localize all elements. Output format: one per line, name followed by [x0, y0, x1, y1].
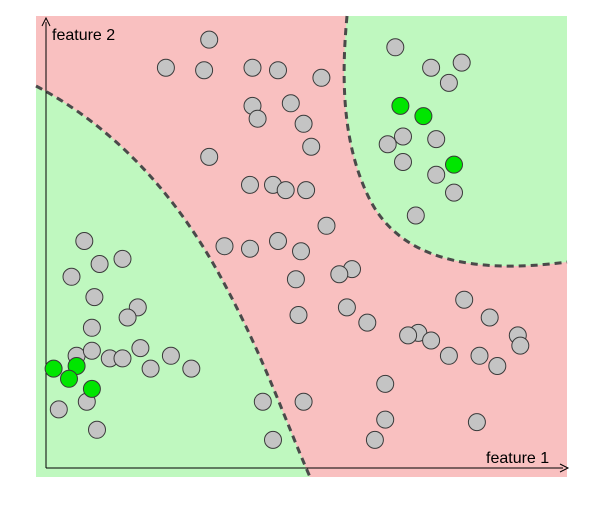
unlabeled-point	[394, 153, 412, 171]
unlabeled-point	[281, 94, 300, 113]
unlabeled-point	[470, 346, 489, 365]
unlabeled-point	[113, 349, 132, 368]
unlabeled-point	[131, 339, 150, 358]
labeled-point	[60, 369, 78, 388]
unlabeled-point	[248, 109, 267, 128]
unlabeled-point	[264, 430, 282, 449]
unlabeled-point	[113, 249, 132, 268]
unlabeled-point	[90, 255, 109, 273]
unlabeled-point	[445, 183, 463, 202]
unlabeled-point	[195, 61, 214, 80]
unlabeled-point	[376, 374, 395, 393]
unlabeled-point	[269, 232, 287, 250]
unlabeled-point	[386, 38, 405, 57]
unlabeled-point	[241, 175, 259, 194]
unlabeled-point	[294, 392, 313, 411]
unlabeled-point	[406, 206, 425, 225]
unlabeled-point	[269, 61, 287, 80]
unlabeled-point	[394, 127, 412, 146]
unlabeled-point	[317, 216, 336, 235]
decision-boundary-top-right	[342, 15, 568, 268]
unlabeled-point	[118, 308, 137, 327]
unlabeled-point	[297, 181, 316, 200]
unlabeled-point	[467, 413, 486, 432]
unlabeled-point	[215, 237, 234, 256]
unlabeled-point	[243, 58, 262, 77]
unlabeled-point	[488, 357, 507, 375]
x-axis-label: feature 1	[486, 450, 549, 467]
unlabeled-point	[182, 359, 201, 378]
unlabeled-point	[276, 181, 295, 200]
unlabeled-point	[358, 313, 377, 332]
unlabeled-point	[452, 53, 471, 72]
unlabeled-point	[511, 336, 530, 355]
unlabeled-point	[200, 30, 219, 49]
unlabeled-point	[141, 359, 160, 378]
unlabeled-point	[82, 341, 101, 360]
unlabeled-point	[427, 165, 446, 184]
y-axis-label: feature 2	[52, 27, 115, 44]
unlabeled-point	[292, 242, 310, 261]
unlabeled-point	[294, 114, 313, 133]
labeled-point	[391, 96, 410, 115]
labeled-point	[82, 379, 101, 398]
unlabeled-point	[439, 73, 458, 92]
unlabeled-point	[253, 392, 272, 411]
unlabeled-point	[241, 239, 259, 258]
labeled-point	[44, 359, 63, 378]
unlabeled-point	[365, 430, 384, 449]
class-region-bottom-left	[36, 86, 310, 477]
labeled-point	[445, 155, 463, 174]
unlabeled-point	[286, 270, 305, 289]
unlabeled-point	[156, 58, 175, 77]
unlabeled-point	[75, 232, 94, 250]
class-region-top-right	[344, 16, 567, 267]
unlabeled-point	[312, 68, 331, 87]
unlabeled-point	[376, 410, 395, 429]
unlabeled-point	[337, 298, 356, 317]
unlabeled-point	[427, 130, 446, 149]
unlabeled-point	[161, 346, 180, 365]
unlabeled-point	[399, 326, 418, 345]
unlabeled-point	[302, 137, 321, 156]
unlabeled-point	[82, 318, 101, 337]
y-axis-arrowhead	[41, 16, 51, 27]
decision-boundary-bottom-left	[35, 84, 312, 478]
unlabeled-point	[62, 267, 81, 286]
unlabeled-point	[49, 400, 68, 419]
unlabeled-point	[200, 147, 219, 166]
labeled-point	[414, 107, 433, 126]
data-points	[44, 30, 530, 449]
unlabeled-point	[378, 135, 397, 154]
unlabeled-point	[422, 58, 441, 77]
unlabeled-point	[422, 331, 441, 350]
unlabeled-point	[289, 306, 308, 324]
x-axis-arrowhead	[559, 463, 570, 473]
unlabeled-point	[85, 288, 104, 307]
unlabeled-point	[88, 420, 106, 439]
unlabeled-point	[439, 346, 458, 365]
unlabeled-point	[330, 265, 349, 284]
unlabeled-point	[455, 290, 474, 309]
unlabeled-point	[480, 308, 499, 327]
